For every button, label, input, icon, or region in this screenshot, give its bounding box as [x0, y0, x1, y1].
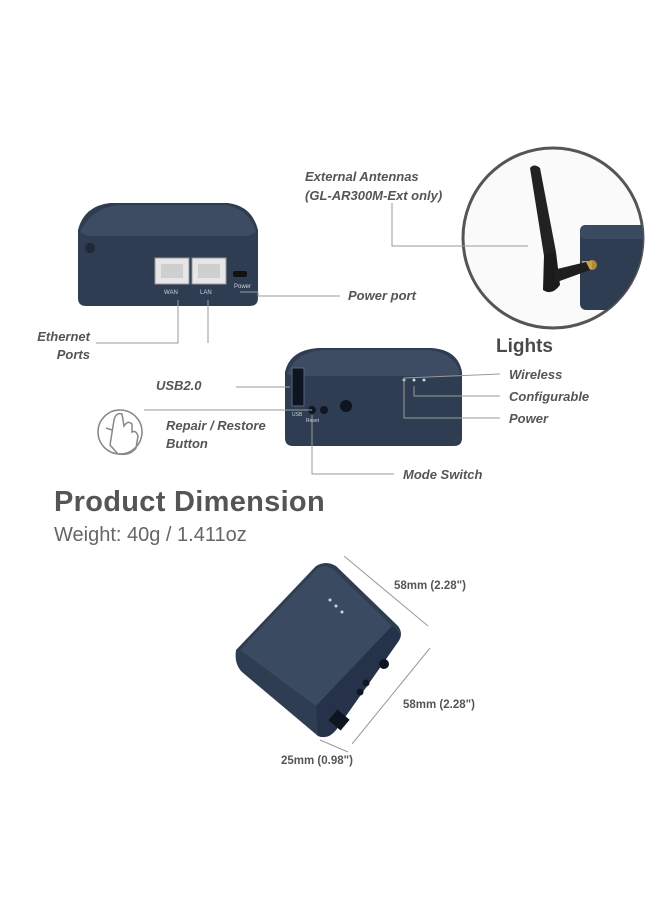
finger-press-icon [97, 409, 143, 456]
antenna-label-line2: (GL-AR300M-Ext only) [305, 188, 443, 203]
lights-title: Lights [496, 336, 553, 357]
port-label-lan: LAN [200, 290, 212, 296]
lights-item-configurable: Configurable [509, 389, 590, 404]
port-label-wan: WAN [164, 290, 178, 296]
port-label-usb: USB [292, 412, 303, 418]
router-front-view [78, 203, 258, 306]
dimension-depth-label: 58mm (2.28") [403, 699, 475, 711]
usb-label: USB2.0 [156, 378, 202, 393]
mode-switch-label: Mode Switch [403, 467, 483, 482]
port-label-reset: Reset [306, 418, 320, 424]
antenna-label-line1: External Antennas [305, 169, 419, 184]
dimension-title: Product Dimension [54, 486, 325, 518]
lights-item-wireless: Wireless [509, 367, 563, 382]
router-side-view [285, 348, 462, 446]
dimension-width-label: 58mm (2.28") [394, 580, 466, 592]
dimension-height-label: 25mm (0.98") [281, 755, 353, 767]
leader-lines [96, 203, 528, 753]
power-port-label: Power port [348, 288, 416, 303]
router-dimension-view [235, 563, 401, 738]
antenna-zoom-circle [461, 146, 645, 330]
repair-label-line2: Button [166, 436, 208, 451]
antenna-icon [530, 165, 590, 293]
ethernet-label-line2: Ports [56, 347, 90, 362]
ethernet-label-line1: Ethernet [37, 329, 90, 344]
lights-item-power: Power [509, 411, 549, 426]
port-label-power: Power [234, 284, 252, 290]
repair-label-line1: Repair / Restore [166, 418, 266, 433]
dimension-weight: Weight: 40g / 1.411oz [54, 524, 247, 546]
